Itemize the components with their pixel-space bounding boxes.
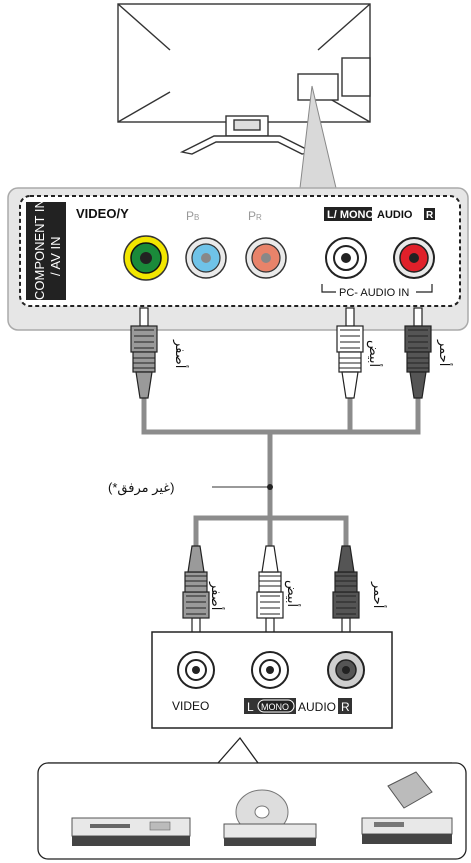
vcr-icon — [361, 771, 453, 844]
disc-player-icon — [223, 789, 317, 846]
tv-illustration — [117, 3, 371, 155]
device-callout — [48, 736, 452, 764]
jack-video-y[interactable] — [123, 235, 169, 281]
device-video-label: VIDEO — [172, 699, 209, 713]
label-red-device: أحمر — [370, 581, 387, 608]
plugs-tv-side — [130, 307, 432, 399]
pr-label: PR — [248, 209, 262, 223]
device-l-label: L — [247, 700, 254, 714]
plugs-device-side — [182, 545, 360, 637]
component-av-label-bg — [26, 202, 66, 300]
l-mono-label: L/ MONO — [327, 209, 374, 221]
tv-body-edge — [317, 3, 371, 51]
plug-audio-r-tv — [404, 307, 432, 399]
device-r-label-bg — [338, 698, 352, 714]
tv-stand-plate — [233, 119, 261, 131]
tv-side-panel — [341, 57, 371, 97]
device-mono-label: MONO — [261, 702, 289, 712]
tv-body-edge — [117, 3, 171, 51]
plug-audio-r-device — [332, 545, 360, 637]
tv-body-edge — [117, 91, 171, 123]
plug-audio-l-device — [256, 545, 284, 637]
device-jack-audio-r[interactable] — [327, 651, 365, 689]
device-audio-label: AUDIO — [298, 700, 336, 714]
label-white-tv: أبيض — [366, 340, 383, 367]
tv-input-terminal — [297, 73, 339, 101]
jack-audio-r[interactable] — [393, 237, 435, 279]
dvd-player-icon — [71, 817, 191, 846]
component-in-label: COMPONENT IN — [32, 199, 47, 300]
label-red-tv: أحمر — [436, 339, 453, 366]
label-white-device: أبيض — [284, 580, 301, 607]
plug-audio-l-tv — [336, 307, 364, 399]
audio-label: AUDIO — [377, 209, 413, 221]
jack-audio-l-mono[interactable] — [325, 237, 367, 279]
tv-body — [117, 3, 371, 123]
label-yellow-device: أصفر — [208, 581, 225, 610]
device-jack-audio-l[interactable] — [251, 651, 289, 689]
pc-audio-in-label: PC- AUDIO IN — [339, 287, 409, 299]
cable-video-tv — [141, 398, 421, 435]
device-jack-video[interactable] — [177, 651, 215, 689]
av-in-label: / AV IN — [48, 237, 63, 277]
jack-pr[interactable] — [245, 237, 287, 279]
pc-audio-bracket — [321, 284, 433, 293]
plug-video-device — [182, 545, 210, 637]
r-label: R — [426, 210, 434, 221]
device-r-label: R — [341, 700, 350, 714]
l-mono-label-bg — [324, 207, 372, 221]
label-yellow-tv: أصفر — [172, 339, 189, 368]
device-mono-inner-bg — [257, 699, 295, 713]
video-y-label: VIDEO/Y — [76, 206, 129, 221]
cables — [141, 398, 421, 546]
plug-video-tv — [130, 307, 158, 399]
tv-stand-base — [179, 135, 315, 155]
jack-pb[interactable] — [185, 237, 227, 279]
not-supplied-label: (*غير مرفق) — [108, 480, 174, 496]
not-supplied-dot — [267, 484, 273, 490]
pb-label: PB — [186, 209, 199, 223]
r-label-bg — [424, 208, 435, 220]
